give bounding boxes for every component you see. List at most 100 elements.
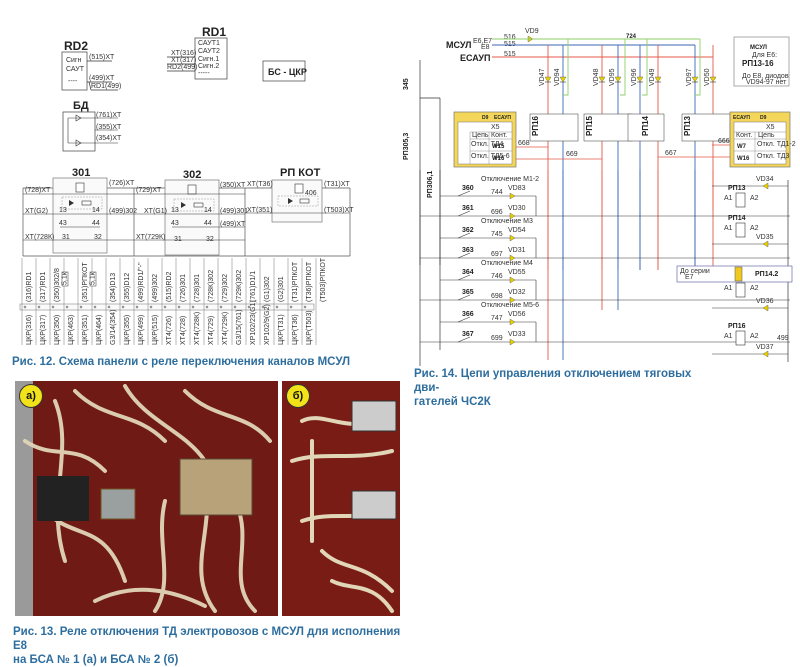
rd2-row: ---- [68,78,78,85]
relay-301-term: (728)ХТ [25,187,51,194]
badge-b: б) [286,384,310,408]
diode-icon [509,276,516,284]
strip-bottom-label: ЦКР(499) [138,315,145,345]
terminal-dot [247,305,251,309]
contact: 31 [62,234,70,241]
relay-302-title: 302 [183,169,201,181]
switch-icon [457,190,471,197]
rd2-block: RD2 Сигн САУТ ---- (515)ХТ (499)ХТ RD1(4… [61,39,121,91]
wire-number: 698 [491,293,503,300]
esaup-left-h1: Цепь [472,132,489,139]
wire-499: 499 [777,335,789,342]
rpkot-term: (Т31)ХТ [324,181,350,188]
resistor-label: 5,1к [90,271,97,285]
terminal-dot [163,305,167,309]
note-line: VD94-97 нет [746,79,787,86]
contact: 32 [94,234,102,241]
esaup-right-h2: Цепь [758,132,775,139]
relay-box [627,113,665,142]
switch-icon [457,316,471,323]
esaup-left-cell: Откл. ТД5-6 [471,153,510,160]
group-label: Отключение М4 [481,260,533,267]
switch-number: 365 [462,289,474,296]
terminal-dot [261,305,265,309]
strip-bottom-label: ЦКР(Т31) [278,314,285,345]
terminal-dot [23,305,27,309]
coil-icon [735,192,746,208]
relay-301-term: (726)ХТ [109,180,135,187]
wire-number: 697 [491,251,503,258]
rd1-term: ХТ(316) [171,50,196,57]
switch-number: 366 [462,311,474,318]
contact: 13 [59,207,67,214]
diode-label: VD32 [508,289,526,296]
bs-ckr-label: БС - ЦКР [268,67,307,77]
contact: 32 [206,236,214,243]
diode-label: VD96 [631,68,638,86]
strip-bottom-label: ХР102/23(G1) [250,300,257,345]
diode-icon [762,182,769,190]
diode-label: VD97 [686,68,693,86]
wire-number: 699 [491,335,503,342]
bd-term: (354)ХТ [96,135,122,142]
strip-top-label: (355)D12 [124,273,131,302]
wire-516: 516 [504,34,516,41]
relay-rpkot-title: РП КОТ [280,167,321,179]
terminal-dot [233,305,237,309]
diode-icon [691,76,699,83]
fig14-caption-line2: гателей ЧС2К [414,396,491,408]
terminal-dot [205,305,209,309]
relay-302-term: ХТ(G1) [144,208,167,215]
bs-ckr-box: БС - ЦКР [262,60,307,82]
esaup-left-sub: ЕСАУП [494,115,511,121]
fig14-caption-line1: Рис. 14. Цепи управления отключением тяг… [414,368,692,394]
coil-icon [735,222,746,238]
strip-top-label: (499)302 [152,274,159,302]
strip-top-label: (761)D1/1 [250,271,257,302]
switch-icon [457,210,471,217]
strip-bottom-label: ХТ4(728К) [194,312,201,345]
rd2-term: (515)ХТ [89,54,115,61]
strip-bottom-label: ЦКР(351) [82,315,89,345]
diode-icon [559,76,567,83]
esaup-left-h2: Конт. [491,132,507,139]
rd1-row: САУТ2 [198,48,220,55]
esaup-left-title: D9 [482,115,489,121]
rd1-row: САУТ1 [198,40,220,47]
relay-label: РП15 [585,115,594,136]
coil-diode-label: VD36 [756,298,774,305]
diode-label: VD55 [508,269,526,276]
strip-bottom-label: ХТ4(729К) [222,312,229,345]
rd2-term: RD1(499) [91,83,121,90]
strip-top-label: (354)D13 [110,273,117,302]
contact: 14 [204,207,212,214]
coil-label: РП13 [728,185,746,192]
coil-diode-label: VD34 [756,176,774,183]
terminal-dot [135,305,139,309]
relay-302-term: (350)ХТ [220,182,246,189]
esaup-right-cell: Откл. ТД1-2 [757,141,796,148]
esaup-right-cell: W7 [737,144,747,150]
fig13-caption-line1: Рис. 13. Реле отключения ТД электровозов… [13,626,401,652]
diode-icon [509,192,516,200]
relay-label: РП16 [531,115,540,136]
rp14-2-coil-icon [734,266,743,282]
coil-pin: A1 [724,333,733,340]
rpkot-term: ХТ(Т36) [247,181,273,188]
label-345: 345 [403,78,410,90]
diode-icon [509,338,516,346]
strip-bottom-label: ХТ4(729) [208,316,215,345]
resistor-icon [61,271,69,287]
strip-top-label: (Т31)РПКОТ [292,261,299,302]
switch-icon [457,336,471,343]
coil-icon [735,282,746,298]
diode-label: VD95 [609,68,616,86]
rd1-title: RD1 [202,25,226,39]
rp14-2-note: До серии [680,268,710,275]
rd2-row: САУТ [66,66,85,73]
bus-wire [642,39,648,96]
terminal-dot [121,305,125,309]
bd-title: БД [73,100,89,112]
strip-top-label: (728)301 [194,274,201,302]
bus-wire [563,39,569,96]
